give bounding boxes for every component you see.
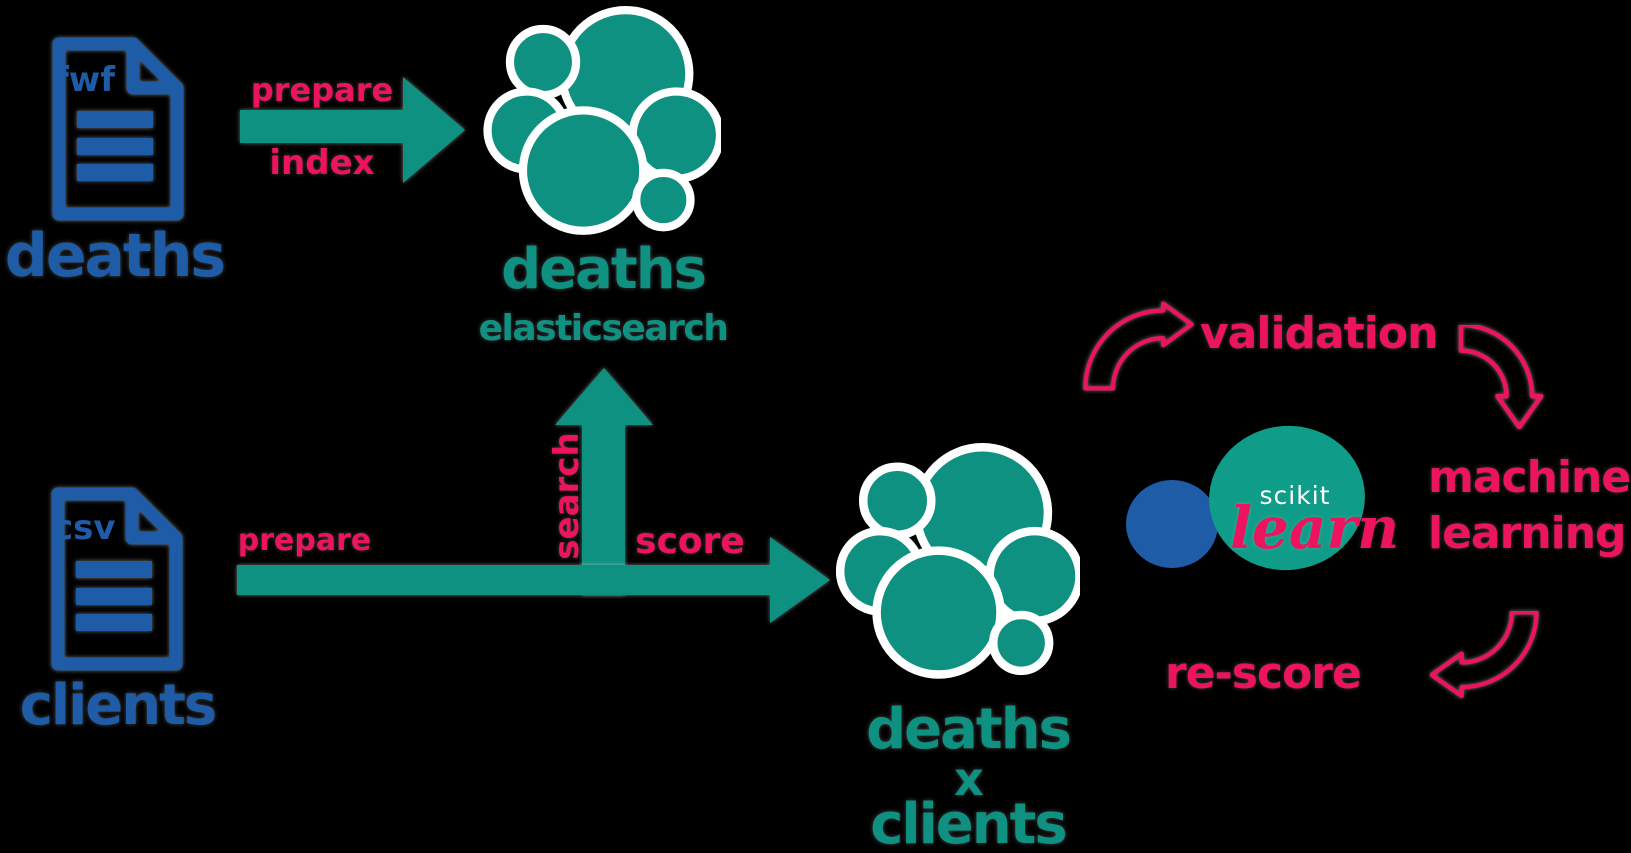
arrow-search	[555, 368, 653, 595]
deaths-file-label: deaths	[4, 221, 226, 291]
curved-arrow-to-re-score	[1430, 611, 1539, 699]
file-type-badge-fwf: fwf	[54, 60, 115, 100]
file-type-badge-csv: csv	[53, 508, 116, 548]
scikit-learn-label-learn: learn	[1230, 494, 1400, 562]
machine-learning-label-line2: learning	[1428, 508, 1627, 559]
deaths-x-clients-label-line1: deaths	[866, 697, 1072, 762]
re-score-label: re-score	[1165, 648, 1362, 699]
prepare-index-bottom-label: index	[269, 143, 375, 183]
scikit-learn-logo	[1126, 425, 1365, 571]
clients-file-label: clients	[19, 673, 218, 738]
elasticsearch-logo-deaths-x-clients	[836, 443, 1080, 679]
elasticsearch-logo-deaths	[483, 5, 721, 235]
deaths-x-clients-label-line3: clients	[870, 792, 1068, 853]
scikit-learn-label-scikit: scikit	[1259, 481, 1331, 510]
validation-label: validation	[1200, 308, 1438, 359]
prepare-index-top-label: prepare	[250, 71, 394, 109]
document-icon-deaths	[52, 37, 184, 221]
document-icon-clients	[51, 487, 183, 671]
deaths-index-label: deaths	[501, 237, 707, 302]
arrow-prepare-index	[240, 77, 465, 183]
curved-arrow-to-machine-learning	[1458, 325, 1544, 429]
prepare-score-left-label: prepare	[237, 523, 372, 558]
prepare-score-right-label: score	[635, 521, 745, 562]
deaths-x-clients-label-line2: x	[954, 752, 984, 806]
arrow-prepare-score	[237, 537, 830, 623]
machine-learning-label-line1: machine	[1428, 452, 1631, 503]
curved-arrow-to-validation	[1083, 301, 1194, 391]
deaths-index-sublabel: elasticsearch	[478, 308, 729, 349]
